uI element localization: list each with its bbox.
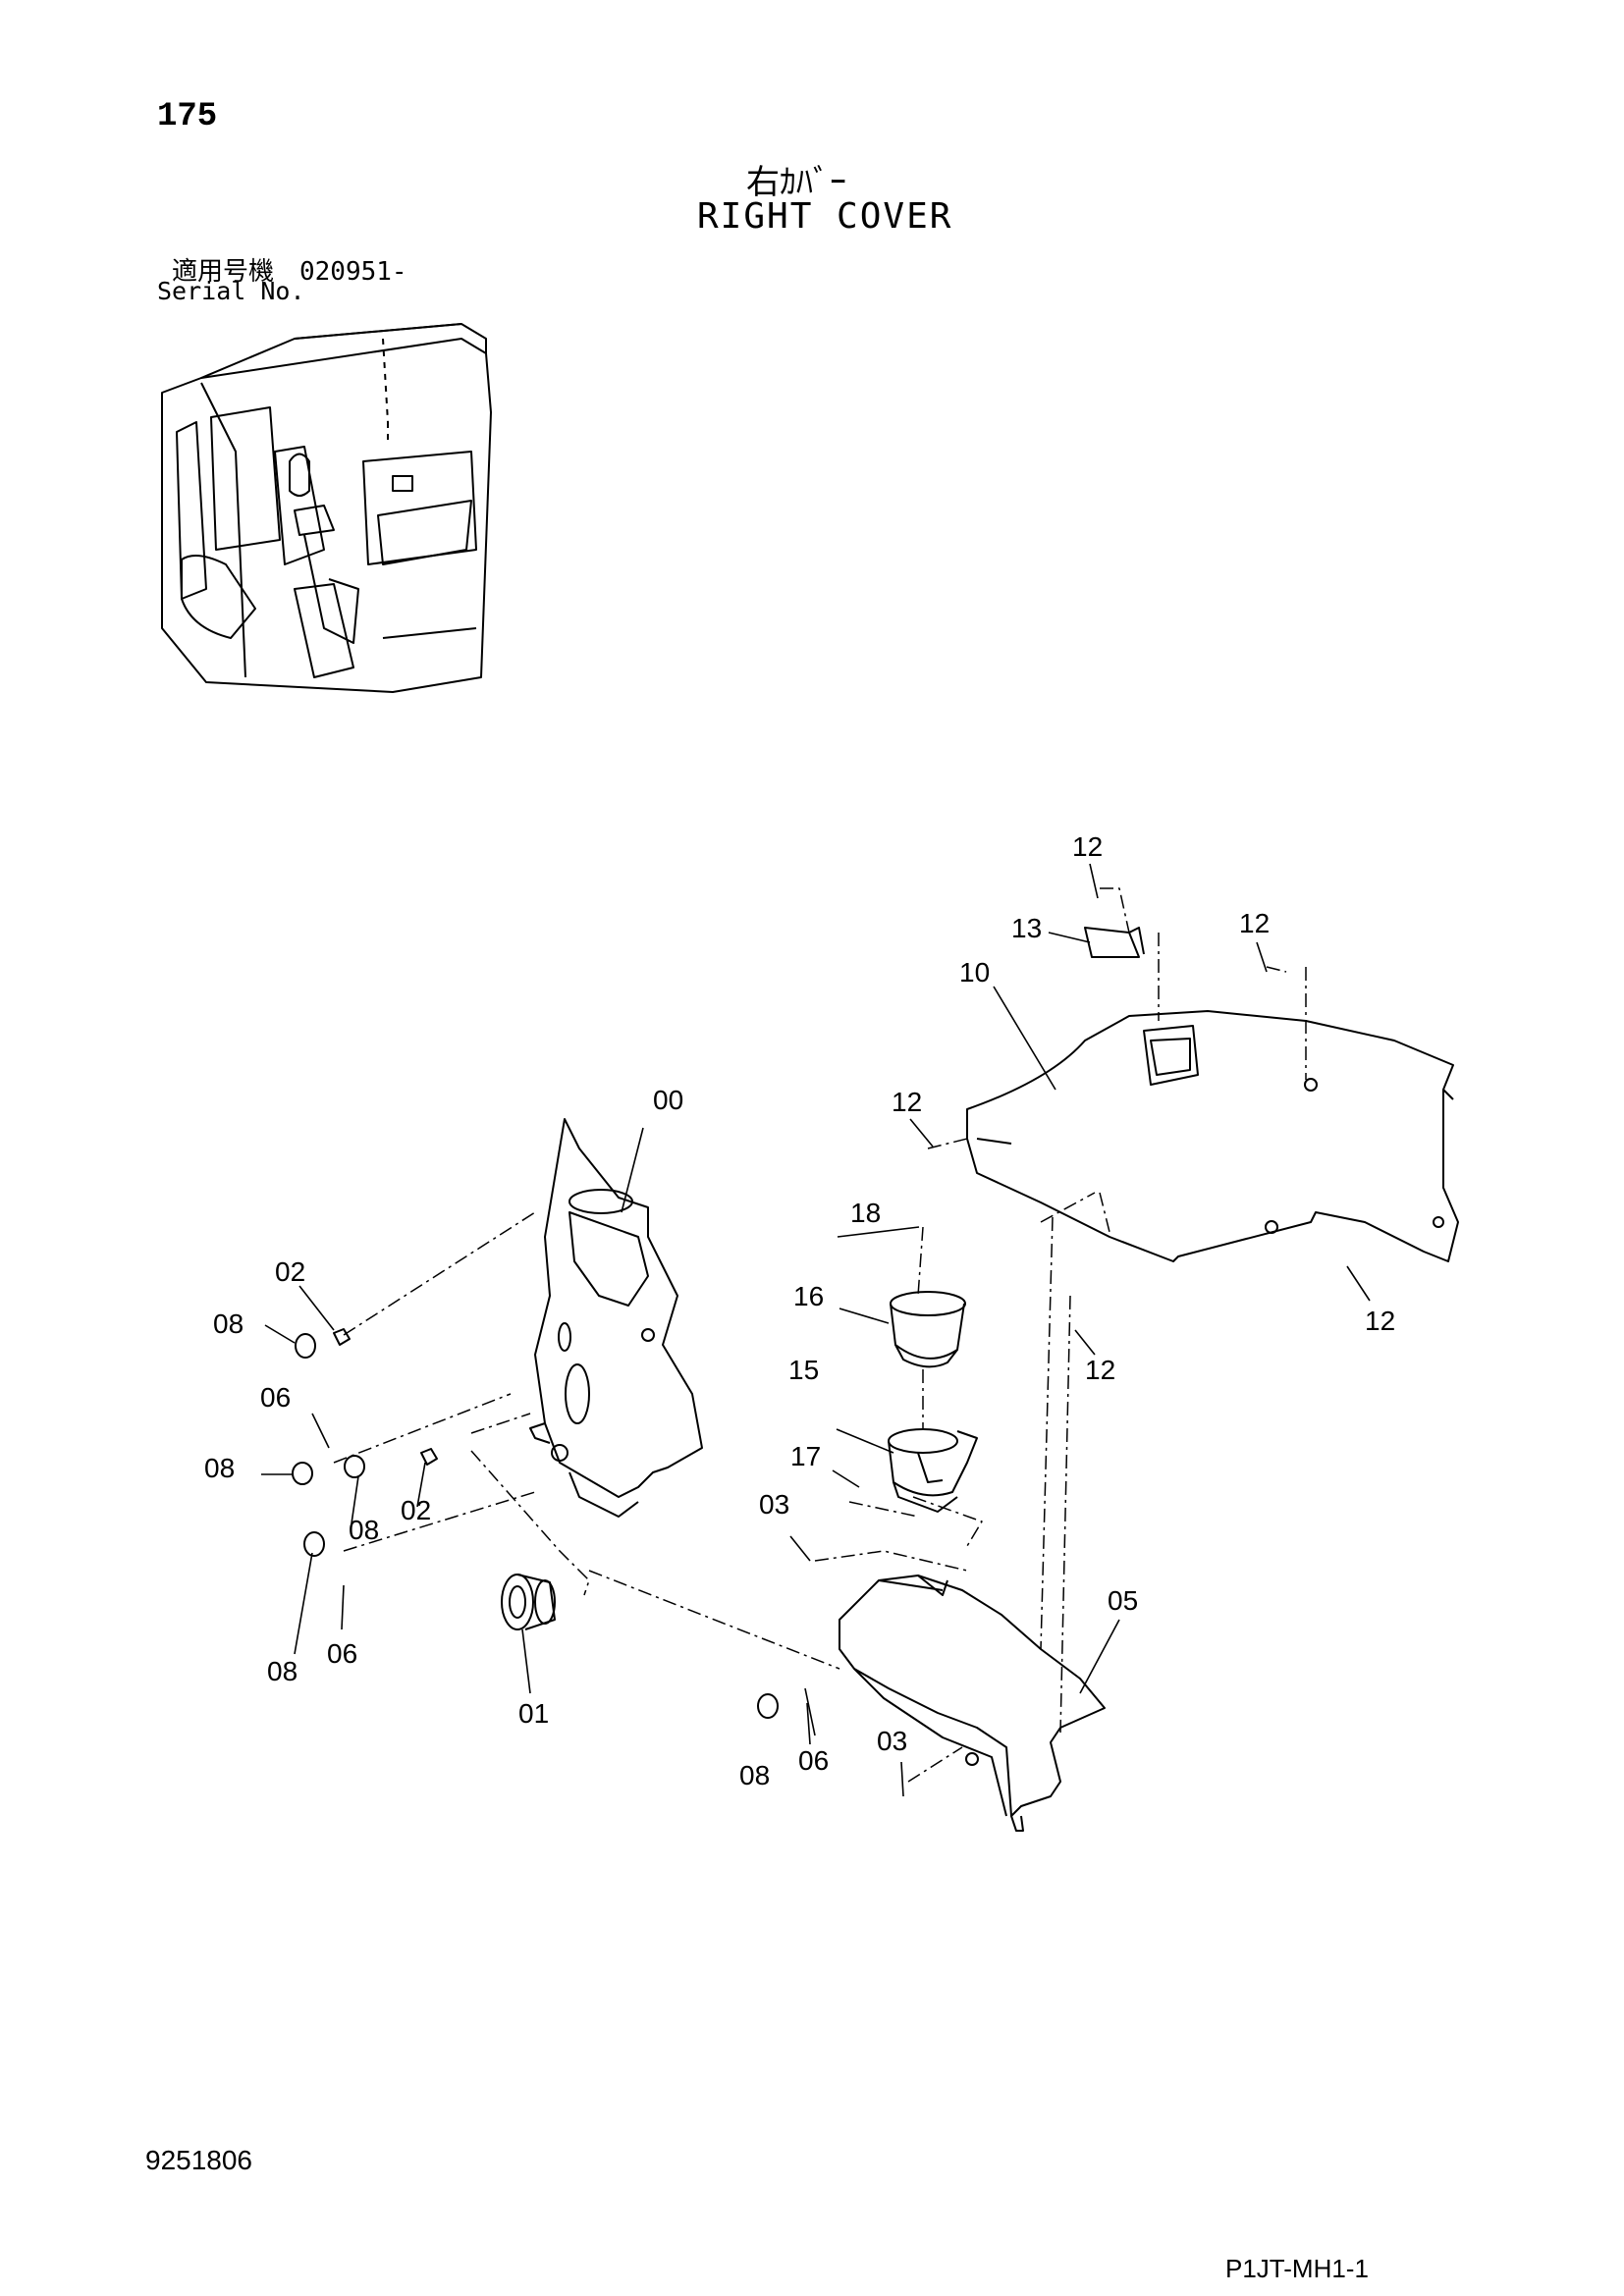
callout-13: 13 — [1011, 913, 1042, 943]
callout-06: 06 — [798, 1745, 829, 1776]
page-title: RIGHT COVER — [697, 196, 953, 237]
callout-16: 16 — [793, 1281, 824, 1311]
callout-12: 12 — [1365, 1306, 1395, 1336]
callout-labels: 00 01 02 02 03 03 05 06 06 06 08 08 08 0… — [204, 831, 1395, 1790]
leader-lines — [261, 863, 1371, 1797]
callout-15: 15 — [788, 1355, 819, 1385]
callout-12: 12 — [1085, 1355, 1115, 1385]
applicable-serial-japanese: 適用号機 020951- — [172, 257, 407, 287]
title-japanese: 右ｶﾊﾞｰ — [746, 163, 846, 202]
callout-01: 01 — [518, 1698, 549, 1729]
page-number: 175 — [157, 98, 218, 135]
callout-08: 08 — [267, 1656, 298, 1686]
callout-17: 17 — [790, 1441, 821, 1471]
callout-08: 08 — [204, 1453, 235, 1483]
part-10-upper-panel — [966, 1010, 1459, 1262]
page-code: P1JT-MH1-1 — [1225, 2254, 1369, 2283]
serial-number-label: Serial No. — [157, 277, 305, 305]
callout-06: 06 — [260, 1382, 291, 1413]
part-01-boot — [501, 1574, 556, 1630]
callout-05: 05 — [1108, 1585, 1138, 1616]
callout-12: 12 — [1239, 908, 1270, 938]
callout-08: 08 — [213, 1308, 244, 1339]
callout-08: 08 — [739, 1760, 770, 1790]
callout-02: 02 — [401, 1495, 431, 1525]
part-02-screws — [333, 1328, 438, 1466]
cab-overview-illustration — [161, 323, 492, 693]
callout-00: 00 — [653, 1085, 683, 1115]
part-05-lower-panel — [839, 1575, 1106, 1832]
part-13-bracket — [1084, 927, 1145, 958]
callout-18: 18 — [850, 1198, 881, 1228]
callout-06: 06 — [327, 1638, 357, 1669]
callout-03: 03 — [877, 1726, 907, 1756]
callout-02: 02 — [275, 1256, 305, 1287]
part-15-holder-bracket — [888, 1428, 978, 1513]
part-00-side-panel — [529, 1118, 703, 1518]
callout-12: 12 — [892, 1087, 922, 1117]
callout-12: 12 — [1072, 831, 1103, 862]
callout-10: 10 — [959, 957, 990, 988]
part-16-cup-holder — [890, 1291, 966, 1368]
callout-03: 03 — [759, 1489, 789, 1520]
assembly-center-lines — [333, 887, 1307, 1783]
part-08-plugs — [292, 1333, 779, 1719]
document-number: 9251806 — [145, 2145, 253, 2175]
callout-08: 08 — [349, 1515, 379, 1545]
